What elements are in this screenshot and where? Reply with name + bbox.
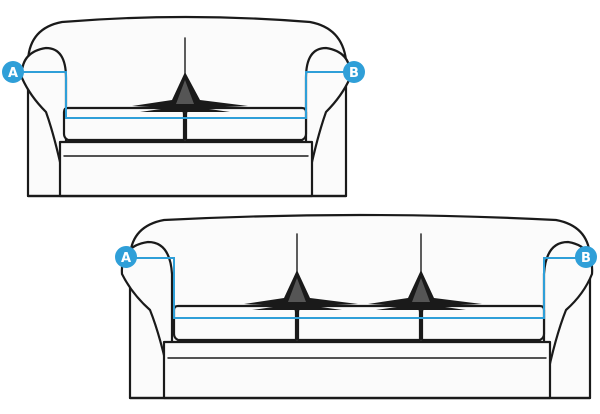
svg-text:A: A (8, 66, 18, 81)
seat-cushion (420, 304, 546, 342)
badge-a: A (115, 246, 137, 268)
measure-line (124, 257, 592, 319)
badge-b: B (343, 61, 365, 83)
seat-base (162, 340, 552, 400)
seat-cushion (296, 304, 422, 342)
fabric-fold-highlight (412, 278, 430, 302)
svg-text:B: B (349, 66, 359, 81)
seat-base (58, 140, 314, 198)
sofa-three-seater: A B (115, 213, 597, 400)
seat-cushion (62, 106, 186, 142)
fabric-fold-highlight (176, 80, 194, 104)
svg-text:A: A (121, 251, 131, 266)
fabric-fold-highlight (288, 278, 306, 302)
badge-a: A (2, 61, 24, 83)
seat-cushion (172, 304, 298, 342)
measure-line (22, 71, 350, 119)
seat-cushion (184, 106, 308, 142)
fabric-fold (132, 72, 248, 112)
badge-b: B (575, 246, 597, 268)
svg-text:B: B (581, 251, 591, 266)
sofa-two-seater: A B (2, 15, 365, 198)
